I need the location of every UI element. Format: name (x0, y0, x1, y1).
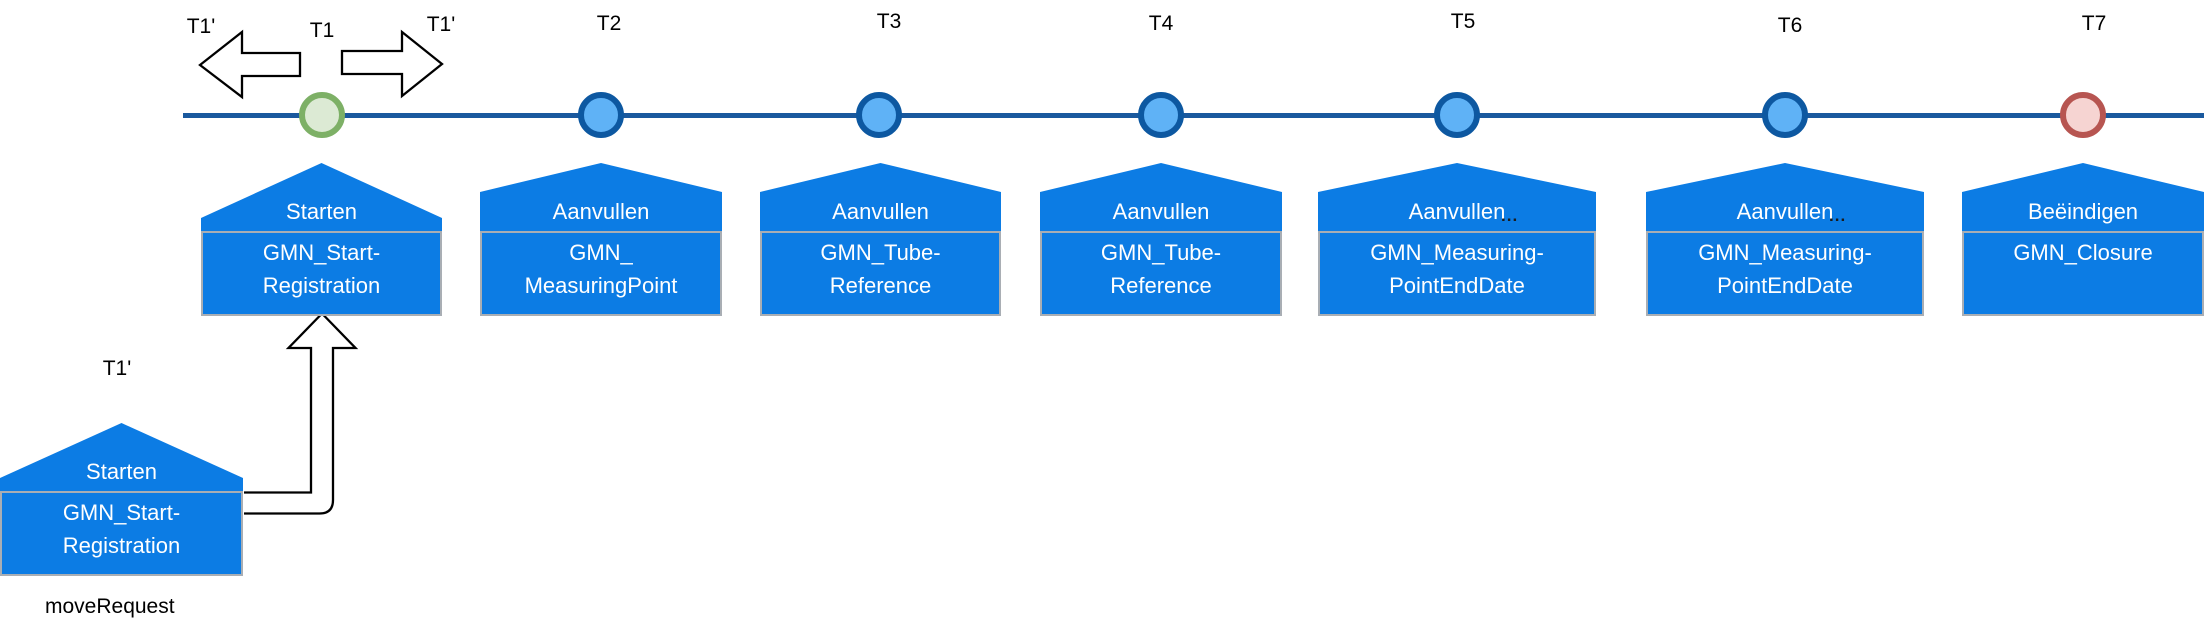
event-message-line1: GMN_Measuring- (1370, 240, 1544, 265)
event-box-t5: Aanvullen ... GMN_Measuring- PointEndDat… (1318, 163, 1596, 316)
event-box-moved-t1-prime: Starten GMN_Start- Registration (0, 423, 243, 576)
tick-label-t2: T2 (596, 12, 622, 35)
event-message-t1: GMN_Start- Registration (201, 231, 442, 316)
event-phase-t3: Aanvullen (832, 199, 929, 224)
event-phase-moved: Starten (86, 459, 157, 484)
event-phase-t6: Aanvullen (1736, 199, 1834, 224)
shift-right-arrow-icon (340, 29, 444, 99)
event-message-line2: Registration (62, 533, 181, 558)
event-phase-t1: Starten (286, 199, 357, 224)
event-box-t3: Aanvullen GMN_Tube- Reference (760, 163, 1001, 316)
tick-label-t3: T3 (876, 10, 902, 33)
timeline-node-t1 (299, 92, 345, 138)
event-message-line2: MeasuringPoint (524, 273, 678, 298)
event-ellipsis-t5: ... (1501, 206, 1519, 225)
event-box-t2: Aanvullen GMN_ MeasuringPoint (480, 163, 722, 316)
event-message-line1: GMN_Tube- (1100, 240, 1222, 265)
timeline-node-t7 (2060, 92, 2106, 138)
event-phase-t7: Beëindigen (2027, 199, 2139, 224)
timeline-node-t3 (856, 92, 902, 138)
timeline-node-t5 (1434, 92, 1480, 138)
event-message-line2: Reference (829, 273, 932, 298)
event-message-t2: GMN_ MeasuringPoint (480, 231, 722, 316)
event-message-line2: PointEndDate (1717, 273, 1853, 298)
event-phase-t5: Aanvullen (1408, 199, 1506, 224)
event-message-line1: GMN_ (569, 240, 633, 265)
event-ellipsis-t6: ... (1829, 206, 1847, 225)
move-request-caption: moveRequest (45, 595, 175, 618)
event-phase-t2: Aanvullen (552, 199, 650, 224)
event-message-line1: GMN_Start- (262, 240, 381, 265)
event-message-line1: GMN_Tube- (820, 240, 941, 265)
move-request-elbow-arrow (244, 311, 359, 515)
tick-label-t1-prime-left: T1' (186, 15, 216, 38)
shift-left-arrow-icon (198, 29, 302, 100)
event-message-line1: GMN_Start- (62, 500, 181, 525)
tick-label-t1-prime-moved: T1' (102, 357, 132, 380)
timeline-node-t4 (1138, 92, 1184, 138)
tick-label-t4: T4 (1148, 12, 1174, 35)
event-phase-t4: Aanvullen (1112, 199, 1210, 224)
event-message-line2: Registration (262, 273, 381, 298)
event-box-t1: Starten GMN_Start- Registration (201, 163, 442, 316)
tick-label-t6: T6 (1777, 14, 1803, 37)
event-message-t3: GMN_Tube- Reference (760, 231, 1001, 316)
tick-label-t7: T7 (2081, 12, 2107, 35)
timeline-node-t2 (578, 92, 624, 138)
tick-label-t5: T5 (1450, 10, 1476, 33)
event-message-moved: GMN_Start- Registration (0, 491, 243, 576)
tick-label-t1-prime-right: T1' (426, 13, 456, 36)
event-message-t6: GMN_Measuring- PointEndDate (1646, 231, 1924, 316)
timeline-node-t6 (1762, 92, 1808, 138)
event-message-t5: GMN_Measuring- PointEndDate (1318, 231, 1596, 316)
event-box-t6: Aanvullen ... GMN_Measuring- PointEndDat… (1646, 163, 1924, 316)
event-message-line2: PointEndDate (1389, 273, 1525, 298)
event-message-t7: GMN_Closure (1962, 231, 2204, 316)
event-box-t7: Beëindigen GMN_Closure (1962, 163, 2204, 316)
event-message-line1: GMN_Closure (2013, 240, 2153, 265)
event-message-line2: Reference (1110, 273, 1212, 298)
event-message-t4: GMN_Tube- Reference (1040, 231, 1282, 316)
tick-label-t1: T1 (309, 19, 335, 42)
event-message-line1: GMN_Measuring- (1698, 240, 1872, 265)
event-box-t4: Aanvullen GMN_Tube- Reference (1040, 163, 1282, 316)
